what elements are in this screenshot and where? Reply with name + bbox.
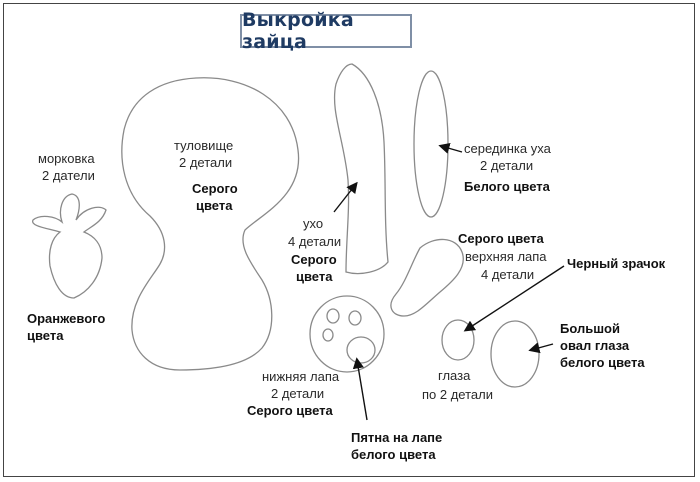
ear-center-count: 2 детали [480,158,534,173]
carrot-color-line1: Оранжевого [27,311,106,326]
pupil-shape [441,319,475,361]
ear-name: ухо [303,216,324,231]
ear-center-arrow [438,142,463,154]
lower-paw-name: нижняя лапа [262,369,340,384]
big-oval-line3: белого цвета [560,355,645,370]
body-color-line1: Серого [192,181,238,196]
big-eye-oval-shape [490,320,540,388]
ear-center-color: Белого цвета [464,179,550,194]
pupil-label: Черный зрачок [567,256,666,271]
big-oval-arrow [528,342,554,354]
ear-shape [333,63,389,275]
carrot-count: 2 датели [42,168,95,183]
page-title: Выкройка зайца [242,9,354,53]
upper-paw-count: 4 детали [481,267,535,282]
big-oval-line2: овал глаза [560,338,630,353]
upper-paw-color: Серого цвета [458,231,544,246]
ear-count: 4 детали [288,234,342,249]
ear-center-name: серединка уха [464,141,551,156]
carrot-color-line2: цвета [27,328,64,343]
eyes-count: по 2 детали [422,387,493,402]
eyes-name: глаза [438,368,471,383]
body-name: туловище [174,138,234,153]
ear-color-line1: Серого [291,252,337,267]
pupil-arrow [463,265,565,332]
pointer-arrows [333,142,565,421]
body-color-line2: цвета [196,198,233,213]
paw-spots-line2: белого цвета [351,447,436,462]
title-box: Выкройка зайца [240,9,412,53]
body-count: 2 детали [179,155,233,170]
lower-paw-count: 2 детали [271,386,325,401]
upper-paw-shape [390,238,464,317]
big-oval-line1: Большой [560,321,620,336]
paw-spots-arrow [352,357,368,421]
carrot-name: морковка [38,151,95,166]
ear-color-line2: цвета [296,269,333,284]
ear-center-shape [413,70,449,218]
ear-arrow [333,181,358,213]
carrot-shape [32,193,107,299]
paw-spots-line1: Пятна на лапе [351,430,443,445]
pattern-frame [3,3,695,477]
upper-paw-name: верхняя лапа [465,249,547,264]
lower-paw-shape [309,295,385,373]
body-shape [121,77,300,371]
lower-paw-color: Серого цвета [247,403,333,418]
